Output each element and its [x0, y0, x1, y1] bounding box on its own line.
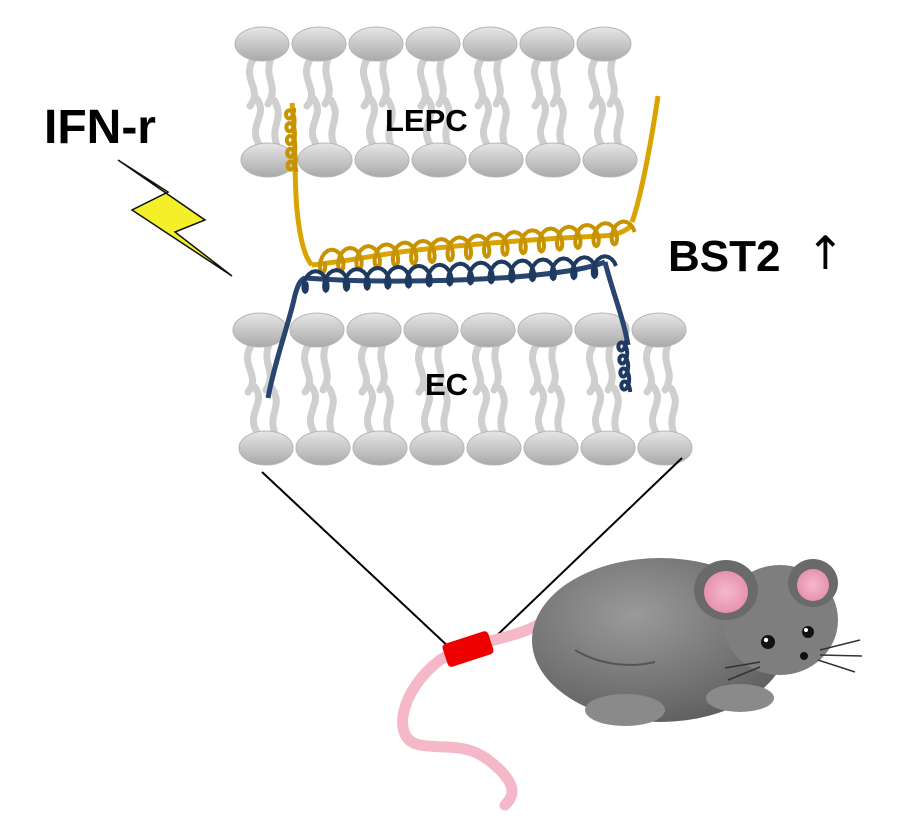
bst2-blue-strand [265, 254, 633, 399]
ec-label: EC [425, 367, 469, 402]
ifn-label: IFN-r [44, 101, 156, 154]
lepc-label: LEPC [385, 103, 468, 138]
lightning-icon [117, 159, 233, 277]
upper-membrane [234, 26, 638, 178]
zoom-lines [261, 457, 683, 651]
mouse-icon [397, 558, 863, 811]
lower-membrane [232, 312, 693, 466]
bst2-gold-strand [283, 95, 661, 275]
graft-marker [442, 631, 494, 667]
up-arrow-icon: ↑ [806, 226, 845, 280]
bst2-label: BST2 [668, 232, 781, 281]
